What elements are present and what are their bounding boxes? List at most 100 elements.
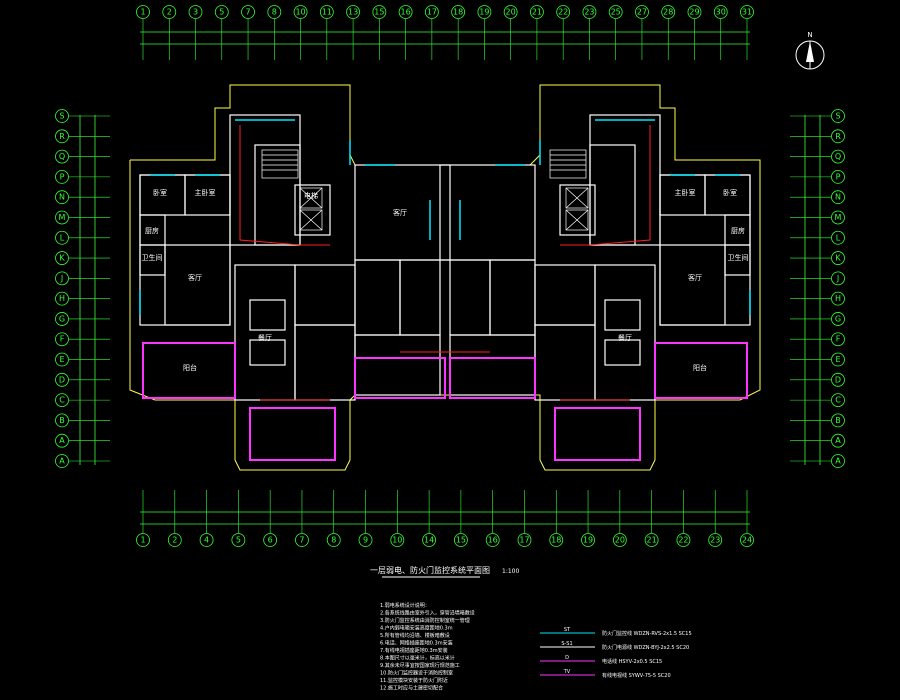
axis-bubble: 10 [293, 5, 308, 60]
axis-bubble: L [790, 230, 845, 245]
room-label: 阳台 [183, 363, 197, 372]
note-line: 10.防火门监控器设于消防控制室 [380, 670, 453, 677]
legend-code: ST [564, 627, 571, 633]
axis-bubble: Q [55, 149, 110, 164]
axis-label: 10 [392, 536, 402, 545]
axis-bubble: H [790, 291, 845, 306]
axis-label: B [835, 416, 841, 425]
axis-bubble: 5 [231, 490, 246, 547]
axis-label: N [835, 193, 841, 202]
axis-label: 20 [615, 536, 625, 545]
axis-bubble: L [55, 230, 110, 245]
axis-bubble: F [55, 332, 110, 347]
axis-bubble: N [55, 190, 110, 205]
axis-bubble: 20 [503, 5, 518, 60]
axis-label: 28 [663, 8, 673, 17]
axis-label: 21 [647, 536, 657, 545]
axis-label: P [836, 172, 841, 181]
axis-label: 16 [401, 8, 411, 17]
windows-and-doors [139, 119, 751, 315]
axis-label: R [59, 132, 65, 141]
axis-label: 15 [374, 8, 384, 17]
room-label: 卫生间 [728, 253, 749, 262]
axis-label: Q [835, 152, 841, 161]
axis-label: D [59, 375, 65, 384]
axis-label: A [59, 457, 65, 466]
axis-label: 11 [322, 8, 332, 17]
fire-door-monitor-wiring [239, 125, 651, 401]
axis-label: 9 [363, 536, 368, 545]
axis-bubble: E [55, 352, 110, 367]
drawing-title: 一层弱电、防火门监控系统平面图 1:100 [370, 565, 519, 578]
axis-bubble: R [55, 129, 110, 144]
axis-bubble: 8 [267, 5, 282, 60]
axis-bubble: 14 [422, 490, 437, 547]
axis-bubble: 28 [661, 5, 676, 60]
axis-bubble: B [55, 413, 110, 428]
balconies [142, 342, 748, 461]
axis-label: 19 [583, 536, 593, 545]
axis-bubble: H [55, 291, 110, 306]
note-line: 1.弱电系统设计说明： [380, 602, 430, 609]
axis-label: C [59, 396, 65, 405]
axis-label: P [60, 172, 65, 181]
axis-bubble: 30 [713, 5, 728, 60]
room-label: 阳台 [693, 363, 707, 372]
axis-bubble: M [790, 210, 845, 225]
axis-bubble: 23 [582, 5, 597, 60]
axis-bubble: 19 [581, 490, 595, 547]
left-dimension-lines [79, 115, 96, 465]
axis-label: D [835, 375, 841, 384]
axis-label: 18 [551, 536, 561, 545]
room-label: 卫生间 [142, 253, 163, 262]
axis-label: 7 [299, 536, 304, 545]
axis-bubble: R [790, 129, 845, 144]
axis-label: A [835, 436, 841, 445]
axis-label: G [835, 314, 841, 323]
axis-label: 2 [167, 8, 172, 17]
axis-label: 5 [219, 8, 224, 17]
axis-bubble: J [790, 271, 845, 286]
axis-label: 17 [519, 536, 529, 545]
axis-label: H [59, 294, 65, 303]
axis-label: 2 [172, 536, 177, 545]
left-unit-walls [139, 114, 451, 401]
axis-label: 22 [678, 536, 688, 545]
axis-label: M [59, 213, 66, 222]
axis-bubble: K [55, 251, 110, 265]
axis-label: 8 [272, 8, 277, 17]
axis-label: 13 [348, 8, 358, 17]
axis-label: 15 [456, 536, 466, 545]
axis-bubble: 19 [477, 5, 492, 60]
room-label: 卧室 [153, 188, 167, 197]
axis-bubble: 22 [676, 490, 691, 547]
axis-bubble: 1 [136, 5, 150, 60]
axis-label: 5 [236, 536, 241, 545]
axis-label: C [835, 396, 841, 405]
axis-bubble: 7 [241, 5, 255, 60]
axis-bubble: K [790, 251, 845, 265]
axis-bubble: S [55, 109, 110, 123]
axis-label: S [835, 112, 840, 121]
axis-label: E [59, 355, 64, 364]
room-label: 厨房 [731, 226, 745, 235]
legend-code: S-S1 [561, 641, 572, 647]
stair-core-left [261, 149, 323, 231]
axis-bubble: G [55, 312, 110, 326]
axis-label: N [59, 193, 65, 202]
axis-bubble: 27 [635, 5, 649, 60]
axis-bubble: A [790, 454, 845, 468]
axis-label: 17 [427, 8, 437, 17]
axis-label: J [60, 274, 63, 283]
axis-bubble: E [790, 352, 845, 367]
axis-label: 23 [584, 8, 594, 17]
axis-label: B [59, 416, 65, 425]
axis-bubble: P [55, 169, 110, 184]
axis-bubble: Q [790, 149, 845, 164]
